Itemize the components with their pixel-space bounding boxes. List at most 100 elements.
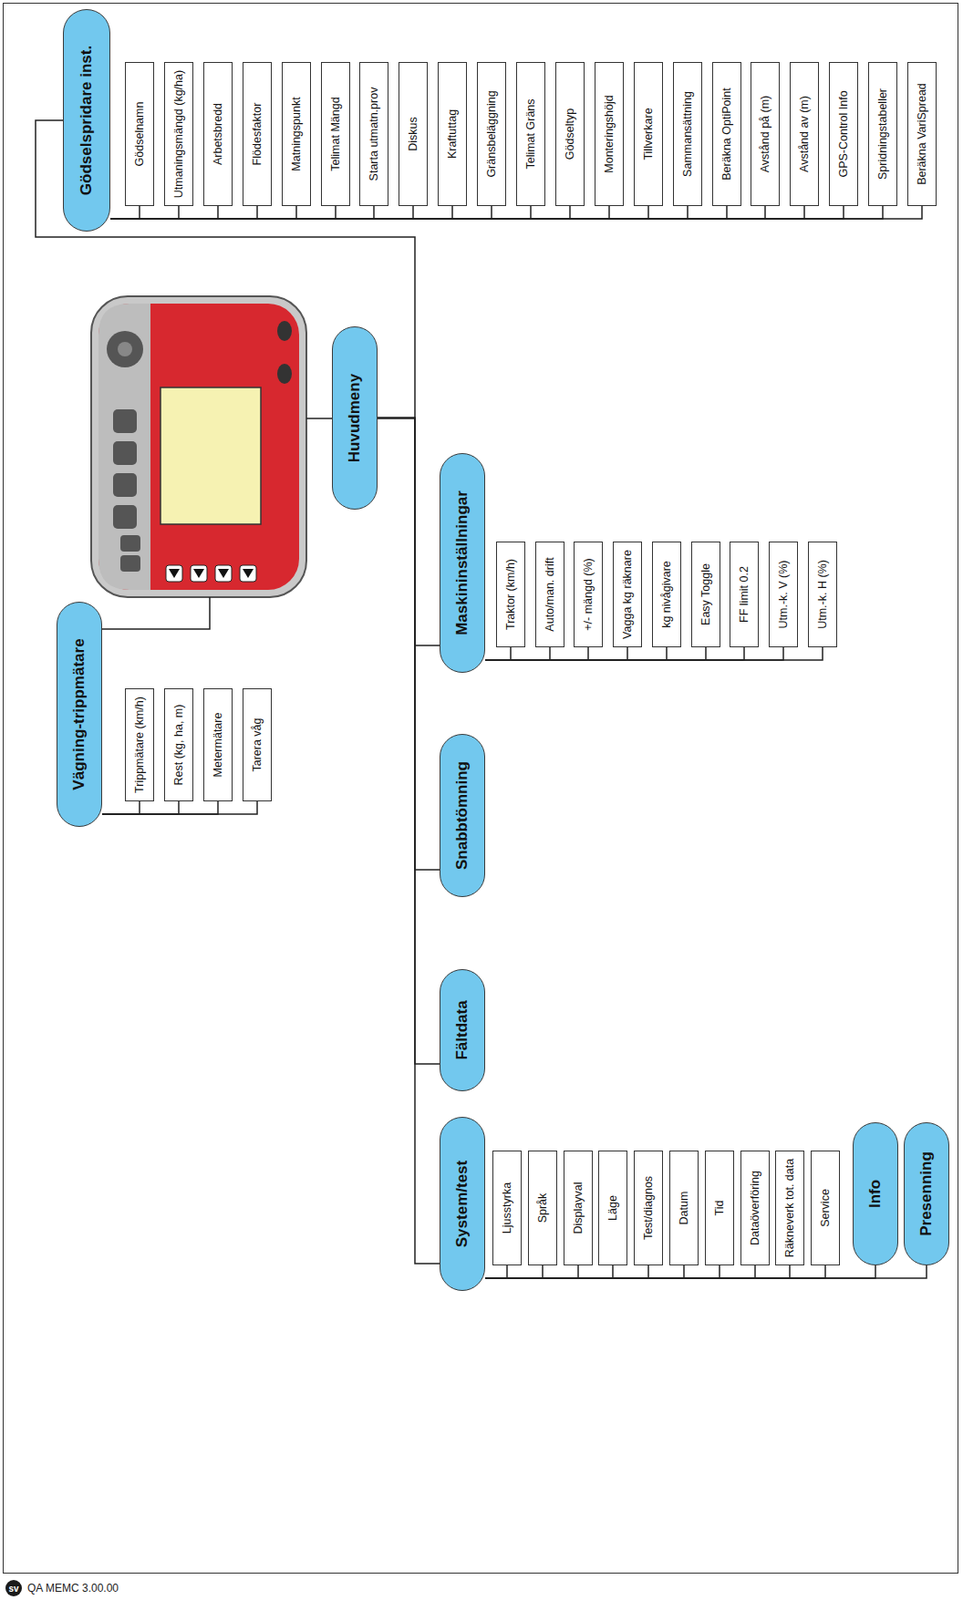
- menu-item-box: Utm.-k. V (%): [768, 541, 798, 648]
- menu-pill: Info: [852, 1122, 899, 1266]
- tree-connector: [110, 206, 414, 219]
- tree-connector: [485, 647, 667, 661]
- menu-title: Presenning: [917, 1151, 936, 1237]
- menu-item-box: Arbetsbredd: [203, 62, 233, 207]
- menu-label: Ljusstyrka: [500, 1182, 514, 1234]
- tree-connector: [485, 1265, 756, 1279]
- tree-connector: [485, 647, 784, 661]
- tree-connector: [110, 206, 844, 219]
- menu-label: Test/diagnos: [642, 1176, 655, 1241]
- menu-label: Dataöverföring: [748, 1170, 762, 1246]
- menu-label: Vagga kg räknare: [621, 549, 634, 640]
- menu-pill: Snabbtömning: [439, 734, 486, 898]
- menu-item-box: Auto/man. drift: [535, 541, 565, 648]
- menu-title: Fältdata: [453, 1000, 472, 1060]
- menu-label: Utm.-k. V (%): [776, 560, 790, 630]
- menu-title: Gödselspridare inst.: [77, 45, 96, 196]
- menu-label: Auto/man. drift: [543, 557, 557, 632]
- tree-connector: [110, 206, 140, 219]
- menu-label: Starta utmatn.prov: [367, 87, 381, 182]
- language-badge: sv: [5, 1580, 22, 1597]
- menu-item-box: Avstånd på (m): [750, 62, 780, 207]
- menu-item-box: Rest (kg, ha, m): [164, 688, 194, 802]
- menu-item-box: Språk: [528, 1150, 558, 1266]
- menu-item-box: Kraftuttag: [437, 62, 467, 207]
- menu-item-box: Tarera våg: [242, 688, 272, 802]
- tree-connector: [485, 647, 550, 661]
- menu-item-box: Datum: [669, 1150, 699, 1266]
- menu-pill: Presenning: [903, 1122, 950, 1266]
- menu-label: Arbetsbredd: [211, 103, 225, 166]
- tree-connector: [110, 206, 258, 219]
- tree-connector: [485, 1265, 876, 1279]
- tree-connector: [485, 647, 823, 661]
- menu-pill: Fältdata: [439, 969, 486, 1092]
- tree-connector: [110, 206, 922, 219]
- menu-label: Kraftuttag: [445, 109, 459, 159]
- menu-label: Beräkna OptiPoint: [720, 87, 734, 180]
- tree-connector: [485, 647, 511, 661]
- menu-label: Trippmätare (km/h): [133, 696, 146, 794]
- tree-connector: [102, 801, 140, 815]
- menu-label: Läge: [606, 1195, 620, 1222]
- menu-item-box: Monteringshöjd: [594, 62, 624, 207]
- menu-pill: Huvudmeny: [331, 326, 378, 510]
- tree-connector: [485, 1265, 720, 1279]
- menu-label: Tillverkare: [642, 107, 655, 160]
- menu-item-box: Traktor (km/h): [496, 541, 526, 648]
- menu-item-box: Displayval: [563, 1150, 593, 1266]
- menu-label: Easy Toggle: [699, 563, 713, 626]
- tree-connector: [485, 1265, 613, 1279]
- menu-item-box: Diskus: [398, 62, 428, 207]
- tree-connector: [485, 1265, 927, 1279]
- tree-connector: [110, 206, 453, 219]
- tree-connector: [485, 647, 745, 661]
- tree-connector: [110, 206, 336, 219]
- menu-item-box: Matningspunkt: [281, 62, 311, 207]
- menu-item-box: Dataöverföring: [740, 1150, 770, 1266]
- menu-item-box: Gränsbeläggning: [476, 62, 507, 207]
- menu-item-box: Ljusstyrka: [492, 1150, 522, 1266]
- tree-connector: [110, 206, 649, 219]
- menu-item-box: Beräkna OptiPoint: [712, 62, 742, 207]
- tree-connector: [102, 801, 258, 815]
- tree-connector: [485, 1265, 826, 1279]
- menu-title: Snabbtömning: [453, 761, 472, 870]
- tree-connector: [110, 206, 610, 219]
- menu-item-box: Metermätare: [203, 688, 233, 802]
- menu-item-box: Räkneverk tot. data: [775, 1150, 805, 1266]
- menu-label: Rest (kg, ha, m): [172, 704, 186, 787]
- menu-title: Maskininställningar: [453, 490, 472, 636]
- menu-label: Utm.-k. H (%): [816, 559, 829, 630]
- menu-item-box: Telimat Mängd: [321, 62, 351, 207]
- menu-label: Diskus: [406, 116, 420, 152]
- tree-connector: [110, 206, 766, 219]
- tree-connector: [485, 1265, 790, 1279]
- menu-label: Matningspunkt: [289, 96, 303, 171]
- menu-pill: Gödselspridare inst.: [62, 9, 111, 232]
- menu-label: GPS-Control Info: [837, 90, 850, 177]
- menu-label: Telimat Gräns: [524, 98, 538, 169]
- tree-connector: [485, 647, 706, 661]
- menu-label: Service: [818, 1189, 832, 1228]
- menu-item-box: Flödesfaktor: [242, 62, 272, 207]
- menu-item-box: Starta utmatn.prov: [359, 62, 389, 207]
- tree-connector: [110, 206, 883, 219]
- menu-label: Gödseltyp: [563, 108, 577, 160]
- tree-connector: [485, 1265, 508, 1279]
- document-code: QA MEMC 3.00.00: [27, 1582, 119, 1595]
- tree-connector: [377, 418, 440, 1066]
- menu-item-box: Telimat Gräns: [516, 62, 546, 207]
- menu-label: Sammansättning: [681, 91, 694, 177]
- tree-connector: [110, 206, 531, 219]
- menu-title: Info: [866, 1180, 885, 1209]
- menu-label: Spridningstabeller: [876, 88, 890, 180]
- menu-item-box: Gödselnamn: [124, 62, 155, 207]
- tree-connector: [485, 1265, 579, 1279]
- menu-item-box: Easy Toggle: [691, 541, 721, 648]
- tree-connector: [377, 418, 440, 1265]
- tree-connector: [485, 1265, 649, 1279]
- tree-connector: [377, 418, 440, 871]
- menu-title: Vägning-trippmätare: [70, 638, 89, 790]
- tree-connector: [110, 206, 297, 219]
